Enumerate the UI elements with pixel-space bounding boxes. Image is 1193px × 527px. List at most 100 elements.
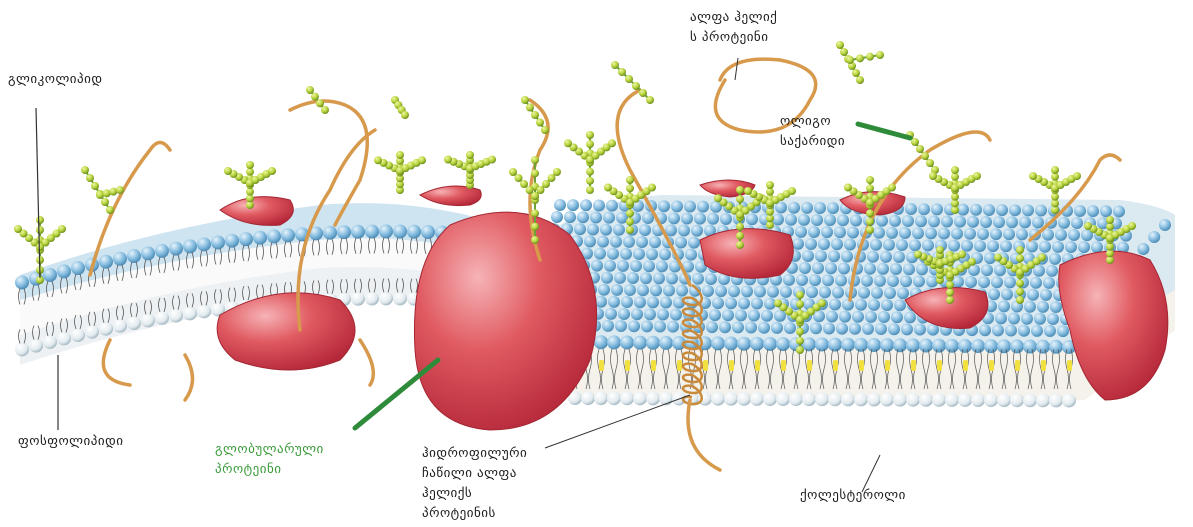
lipid-head (774, 310, 786, 322)
lipid-head (1032, 217, 1044, 229)
cholesterol-mark (989, 360, 994, 371)
protein-top-mid (420, 186, 481, 206)
lipid-head (1078, 241, 1090, 253)
lipid-head-inner (351, 292, 365, 306)
alpha-helix-pointer (735, 58, 738, 80)
lipid-head (970, 204, 982, 216)
lipid-head (754, 286, 766, 298)
lipid-head-inner (1023, 393, 1037, 407)
lipid-head (902, 215, 914, 227)
lipid-head (802, 337, 816, 351)
lipid-head (621, 296, 633, 308)
protein-filament (688, 400, 720, 470)
lipid-head (883, 239, 895, 251)
lipid-head (861, 275, 873, 287)
lipid-head (1039, 241, 1051, 253)
lipid-head (735, 309, 747, 321)
lipid-head (656, 260, 668, 272)
sugar-bead (994, 254, 1002, 262)
sugar-bead (968, 258, 976, 266)
lipid-head (634, 296, 646, 308)
lipid-head (1040, 289, 1052, 301)
lipid-head (858, 287, 870, 299)
sugar-bead (639, 89, 647, 97)
lipid-head (886, 227, 898, 239)
lipid-head-inner (620, 391, 634, 405)
lipid-head (984, 339, 998, 353)
sugar-bead (611, 61, 619, 69)
lipid-head (995, 312, 1007, 324)
sugar-bead (564, 139, 572, 147)
sugar-bead (1084, 222, 1092, 230)
sugar-bead (96, 191, 104, 199)
lipid-head (712, 297, 724, 309)
lipid-head (631, 308, 643, 320)
lipid-head (965, 276, 977, 288)
lipid-head (897, 287, 909, 299)
sugar-bead (744, 187, 752, 195)
lipid-head (971, 339, 985, 353)
lipid-head (1005, 325, 1017, 337)
lipid-head (646, 336, 660, 350)
sugar-bead (796, 328, 804, 336)
lipid-head (1006, 216, 1018, 228)
lipid-head (620, 336, 634, 350)
lipid-head-inner (71, 328, 85, 342)
lipid-head (623, 236, 635, 248)
lipid-head (738, 297, 750, 309)
lipid-head (810, 322, 822, 334)
lipid-head (1031, 325, 1043, 337)
label-oligosaccharide-line2: საქარიდი (780, 132, 845, 152)
lipid-head-inner (607, 391, 621, 405)
lipid-head (127, 249, 141, 263)
lipid-head (692, 273, 704, 285)
sugar-bead (926, 159, 934, 167)
sugar-bead (36, 216, 44, 224)
lipid-head-inner (828, 392, 842, 406)
lipid-head (828, 250, 840, 262)
lipid-head (865, 311, 877, 323)
lipid-head (922, 239, 934, 251)
lipid-head-inner (906, 393, 920, 407)
lipid-head-inner (197, 304, 211, 318)
sugar-bead (536, 119, 544, 127)
sugar-bead (526, 186, 534, 194)
lipid-head (1046, 265, 1058, 277)
lipid-head (914, 324, 926, 336)
lipid-head (365, 225, 379, 239)
sugar-bead (973, 172, 981, 180)
lipid-head (881, 299, 893, 311)
lipid-head (671, 200, 683, 212)
lipid-head (979, 324, 991, 336)
lipid-head (837, 214, 849, 226)
sugar-bead (224, 167, 232, 175)
lipid-head (824, 214, 836, 226)
cholesterol-mark (885, 360, 890, 371)
lipid-head (961, 240, 973, 252)
lipid-head (1049, 253, 1061, 265)
lipid-head-inner (183, 306, 197, 320)
lipid-head (605, 308, 617, 320)
lipid-head (407, 225, 421, 239)
sugar-bead (796, 300, 804, 308)
lipid-head (732, 321, 744, 333)
lipid-head (785, 214, 797, 226)
sugar-bead (626, 176, 634, 184)
lipid-head-inner (880, 393, 894, 407)
sugar-bead (958, 251, 966, 259)
lipid-head (1065, 241, 1077, 253)
lipid-head (1004, 276, 1016, 288)
lipid-head (597, 236, 609, 248)
sugar-bead (646, 96, 654, 104)
sugar-bead (1106, 216, 1114, 224)
lipid-head (663, 285, 675, 297)
sugar-bead (946, 289, 954, 297)
lipid-head (641, 320, 653, 332)
lipid-head (890, 263, 902, 275)
sugar-bead (58, 225, 66, 233)
lipid-head (685, 249, 697, 261)
sugar-bead (936, 246, 944, 254)
sugar-bead (921, 152, 929, 160)
sugar-bead (531, 111, 539, 119)
cholesterol-mark (937, 360, 942, 371)
